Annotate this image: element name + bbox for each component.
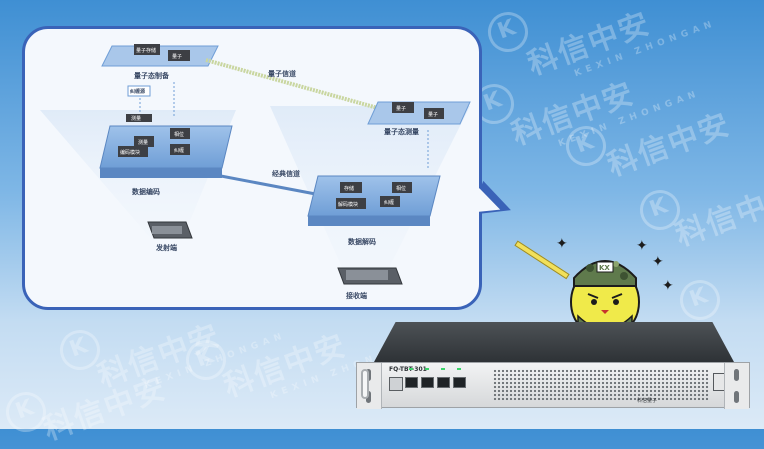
status-led (409, 368, 413, 370)
platform-label: 数据编码 (132, 187, 160, 196)
ethernet-port[interactable] (405, 377, 418, 388)
mount-hole (734, 369, 739, 381)
chip (118, 146, 148, 157)
ethernet-port[interactable] (453, 377, 466, 388)
chip-label: 纠缠 (384, 199, 394, 206)
cap-badge: KX (599, 264, 610, 272)
platform-right: 存储 相位 解码模块 纠缠 数据解码 (307, 175, 441, 246)
device-model: FQ-TBT-301 (389, 366, 427, 373)
node-quantum-prep: 量子存储 量子 量子态制备 (101, 44, 219, 80)
chip (170, 144, 190, 155)
rack-handle-left[interactable] (361, 369, 369, 399)
entangle-source-box (127, 85, 151, 97)
chip (424, 108, 444, 119)
quantum-communication-diagram: 量子存储 量子 量子态制备 量子信道 量子 量子 量子态测量 纠缠源 测量 相位… (40, 44, 471, 300)
rack-ear-right (724, 363, 749, 409)
platform-label: 数据解码 (348, 237, 376, 246)
entangle-label: 纠缠源 (130, 88, 145, 95)
ethernet-port[interactable] (437, 377, 450, 388)
chip (392, 102, 414, 113)
receiver-device: 接收端 (337, 267, 403, 300)
sparkle-icon: ✦ (556, 236, 568, 252)
chip (340, 182, 362, 193)
chip-label: 测量 (138, 139, 148, 146)
chip-label: 量子 (396, 105, 406, 112)
device-top-cover (374, 322, 734, 362)
receiver-label: 接收端 (346, 291, 367, 300)
status-led (441, 368, 445, 370)
air-vent (493, 369, 709, 401)
sender-device: 发射端 (147, 221, 193, 252)
sender-label: 发射端 (155, 243, 177, 252)
power-button[interactable] (389, 377, 403, 391)
rack-device: FQ-TBT-301 科信量子 (356, 322, 750, 412)
platform-left: 相位 测量 编码模块 纠缠 数据编码 (99, 125, 233, 196)
measure-box (126, 114, 152, 122)
quantum-channel-label: 量子信道 (268, 69, 296, 78)
chip (392, 182, 412, 193)
chip-label: 相位 (174, 131, 184, 138)
chip-label: 量子 (172, 53, 182, 60)
chip-label: 相位 (396, 185, 406, 192)
classical-channel-label: 经典信道 (272, 169, 300, 178)
chip (168, 50, 190, 61)
chip-label: 量子 (428, 111, 438, 118)
chip (134, 136, 154, 147)
chip-label: 量子存储 (136, 47, 156, 54)
sparkle-icon: ✦ (652, 254, 664, 270)
classical-channel-line (199, 170, 327, 198)
mount-hole (734, 391, 739, 403)
mount-hole (366, 391, 371, 403)
node-quantum-measure: 量子 量子 量子态测量 (367, 101, 471, 136)
node-label: 量子态测量 (384, 127, 419, 136)
chip (380, 196, 400, 207)
quantum-channel-line (205, 58, 393, 114)
chip-label: 存储 (344, 185, 354, 192)
chip-label: 编码模块 (120, 149, 140, 156)
chip-label: 纠缠 (174, 147, 184, 154)
ethernet-port[interactable] (421, 377, 434, 388)
measure-label: 测量 (131, 115, 141, 122)
node-label: 量子态制备 (134, 71, 170, 80)
chip (336, 198, 366, 209)
chip-label: 解码模块 (338, 201, 358, 208)
chip (170, 128, 190, 139)
chip (134, 44, 160, 55)
sparkle-icon: ✦ (636, 238, 648, 254)
status-led (425, 368, 429, 370)
sparkle-icon: ✦ (662, 278, 674, 294)
status-led (457, 368, 461, 370)
device-brand: 科信量子 (637, 398, 658, 404)
device-front-panel: FQ-TBT-301 科信量子 (356, 362, 750, 409)
